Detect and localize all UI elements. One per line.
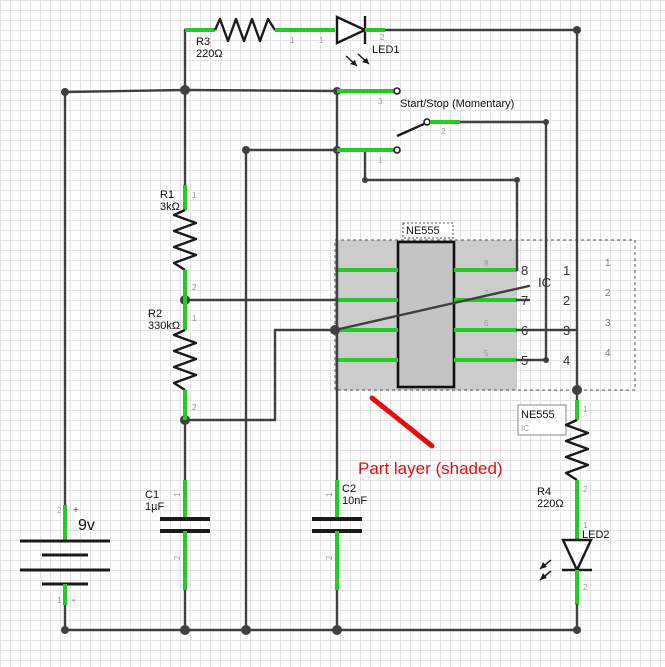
ic-far-pin-3: 3 (605, 318, 611, 329)
switch-pin1: 1 (378, 156, 383, 165)
r3-ref: R3 (196, 36, 210, 48)
ic-schematic-pin-2: 2 (563, 293, 570, 308)
battery-minus: - (72, 595, 75, 606)
r3-value: 220Ω (196, 48, 223, 60)
ic-pin-7-label: 7 (484, 289, 489, 298)
led1-diode[interactable] (335, 15, 385, 45)
led2-pin1: 1 (583, 521, 588, 530)
ne555-tooltip (517, 404, 567, 436)
c1-value: 1µF (145, 501, 164, 513)
r1-ref: R1 (160, 189, 174, 201)
led2-ref: LED2 (582, 529, 610, 541)
annotation-text: Part layer (shaded) (358, 459, 503, 478)
battery-plus: + (73, 505, 79, 516)
ic-ref-label: IC (538, 275, 551, 290)
r2-value: 330kΩ (148, 320, 180, 332)
c2-value: 10nF (342, 495, 367, 507)
ic-schematic-pin-8: 8 (521, 263, 528, 278)
capacitor-c1[interactable] (160, 480, 210, 590)
wires (63, 28, 579, 632)
resistor-r2[interactable] (172, 300, 198, 420)
ic-outline-dashed (334, 239, 636, 391)
led1-pin2: 2 (380, 33, 385, 42)
c2-pin1: 1 (325, 492, 334, 497)
r2-ref: R2 (148, 308, 162, 320)
r4-pin1: 1 (583, 405, 588, 414)
r1-value: 3kΩ (160, 201, 180, 213)
battery-value: 9v (78, 517, 95, 534)
capacitor-c2[interactable] (312, 480, 362, 590)
led2-emission-arrows (539, 559, 552, 581)
led1-emission-arrows (345, 53, 370, 67)
c2-ref: C2 (342, 483, 356, 495)
led1-ref: LED1 (372, 44, 400, 56)
ic-chip-label-box (402, 222, 454, 239)
switch-pin2: 2 (441, 127, 446, 136)
tooltip-title: NE555 (521, 409, 555, 421)
resistor-r4[interactable] (564, 400, 590, 540)
r1-pin2: 2 (192, 283, 197, 292)
tooltip-sub: IC (521, 424, 529, 433)
c1-ref: C1 (145, 489, 159, 501)
r1-pin1: 1 (192, 191, 197, 200)
ic-schematic-pin-1: 1 (563, 263, 570, 278)
led2-diode[interactable] (561, 538, 593, 605)
c1-pin1: 1 (173, 492, 182, 497)
r4-pin2: 2 (583, 485, 588, 494)
ic-schematic-pin-4: 4 (563, 353, 570, 368)
ic-pin-8-label: 8 (484, 259, 489, 268)
r2-pin2: 2 (192, 403, 197, 412)
led2-pin2: 2 (583, 583, 588, 592)
r4-value: 220Ω (537, 498, 564, 510)
start-stop-switch[interactable] (337, 87, 460, 154)
battery-9v[interactable] (20, 505, 110, 605)
r3-pin2: 1 (319, 36, 324, 45)
annotation-arrow-line (369, 395, 435, 449)
r4-ref: R4 (537, 486, 551, 498)
battery-pin-top: 2 (57, 506, 62, 515)
battery-pin-bottom: 1 (57, 596, 62, 605)
switch-pin3: 3 (378, 97, 383, 106)
ic-far-pin-2: 2 (605, 288, 611, 299)
ic-pin-6-label: 6 (484, 319, 489, 328)
r2-pin1: 1 (192, 314, 197, 323)
c1-pin2: 2 (173, 555, 182, 560)
ic-pin-5-label: 5 (484, 349, 489, 358)
ic-chip-label: NE555 (406, 225, 440, 237)
switch-label: Start/Stop (Momentary) (400, 98, 514, 110)
r3-pin1: 1 (290, 36, 295, 45)
ic-far-pin-4: 4 (605, 348, 611, 359)
ic-far-pin-1: 1 (605, 258, 611, 269)
resistor-r3[interactable] (185, 17, 335, 43)
c2-pin2: 2 (325, 555, 334, 560)
resistor-r1[interactable] (172, 185, 198, 300)
